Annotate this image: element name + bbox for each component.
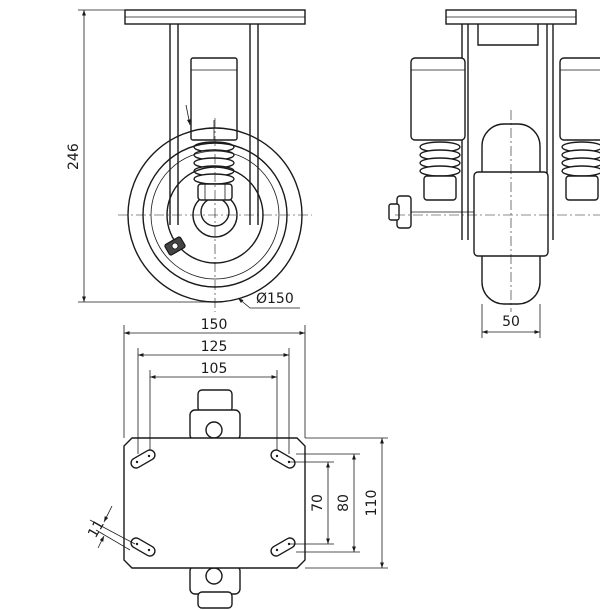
front-spring: [193, 141, 235, 185]
hole-span-inner-label: 105: [201, 361, 228, 377]
side-left-housing: [410, 57, 466, 141]
height-dimension: 246: [66, 9, 215, 303]
slot-outer-dimension: 80: [296, 453, 360, 553]
hole-span-short-dimension: 70: [290, 461, 334, 545]
slot-outer-label: 80: [336, 494, 352, 512]
mounting-slots: [130, 449, 296, 557]
front-fork: [169, 24, 259, 225]
top-view: [123, 389, 306, 609]
plate-width-label: 110: [364, 490, 380, 517]
hole-span-short-label: 70: [310, 494, 326, 512]
hole-span-inner-dimension: 105: [149, 361, 278, 450]
side-right-spring: [561, 141, 600, 201]
height-label: 246: [66, 143, 82, 170]
front-view: [118, 9, 312, 312]
wheel-width-dimension: 50: [481, 304, 541, 338]
diameter-label: Ø150: [256, 291, 294, 307]
top-view-upper-bolt: [189, 389, 241, 441]
slot-width-label: 11: [85, 517, 108, 540]
side-view: [388, 9, 600, 312]
wheel-width-label: 50: [502, 314, 520, 330]
plate-length-label: 150: [201, 317, 228, 333]
top-view-lower-bolt: [189, 565, 241, 609]
plate-width-dimension: 110: [305, 437, 388, 569]
hole-span-outer-label: 125: [201, 339, 228, 355]
plate-length-dimension: 150: [123, 317, 306, 438]
side-left-spring: [419, 141, 461, 201]
slot-width-dimension: 11: [85, 505, 136, 551]
side-right-housing: [559, 57, 600, 141]
side-axle-bolt: [388, 195, 482, 229]
mounting-plate: [123, 437, 306, 569]
hole-span-outer-dimension: 125: [137, 339, 290, 454]
diameter-dimension: Ø150: [237, 291, 300, 309]
